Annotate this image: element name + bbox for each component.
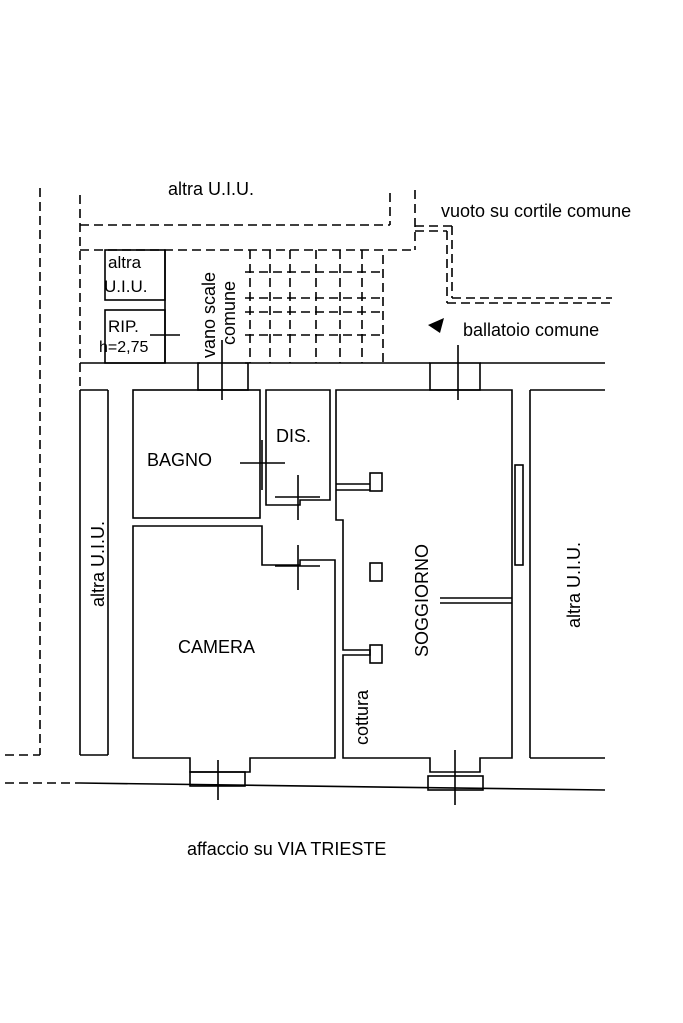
label-altra-uiu-left: altra U.I.U. xyxy=(88,521,108,607)
stairs xyxy=(245,250,383,363)
label-uiu-small: U.I.U. xyxy=(104,277,147,296)
label-vano-scale: vano scale xyxy=(199,272,219,358)
label-altra-small: altra xyxy=(108,253,142,272)
label-cottura: cottura xyxy=(352,689,372,745)
doors-windows xyxy=(150,334,484,805)
label-soggiorno: SOGGIORNO xyxy=(412,544,432,657)
dashed-boundaries xyxy=(5,188,612,784)
ballatoio-arrow-icon xyxy=(428,318,444,333)
label-altra-uiu-right: altra U.I.U. xyxy=(564,542,584,628)
label-rip-height: h=2,75 xyxy=(99,339,148,356)
label-altra-uiu-top: altra U.I.U. xyxy=(168,179,254,199)
label-ballatoio: ballatoio comune xyxy=(463,320,599,340)
label-rip: RIP. xyxy=(108,317,139,336)
label-vuoto: vuoto su cortile comune xyxy=(441,201,631,221)
label-dis: DIS. xyxy=(276,426,311,446)
label-affaccio: affaccio su VIA TRIESTE xyxy=(187,839,386,859)
label-bagno: BAGNO xyxy=(147,450,212,470)
walls xyxy=(79,249,606,791)
label-camera: CAMERA xyxy=(178,637,255,657)
label-comune: comune xyxy=(219,281,239,345)
